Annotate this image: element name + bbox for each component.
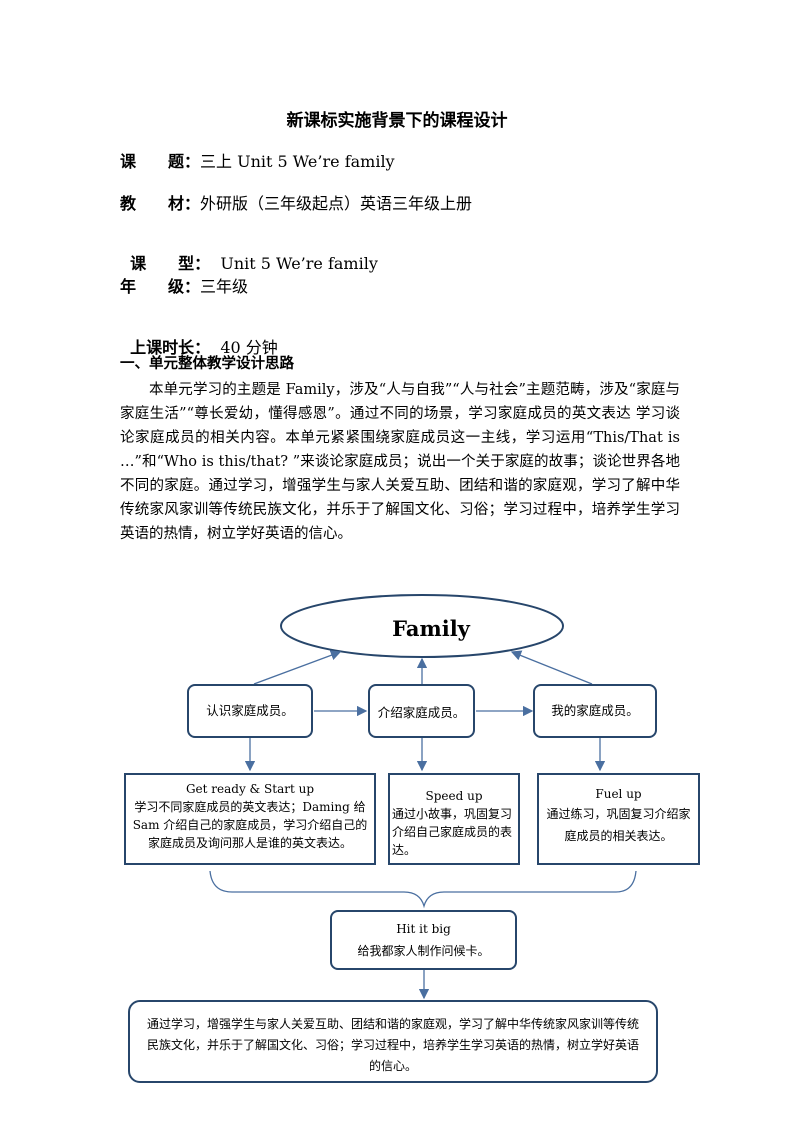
- level1-label: 我的家庭成员。: [551, 703, 639, 718]
- meta-label: 教 材：: [120, 194, 201, 213]
- hit-it-big-box: Hit it big 给我都家人制作问候卡。: [330, 910, 517, 970]
- meta-value: 40 分钟: [210, 338, 278, 357]
- page-title: 新课标实施背景下的课程设计: [286, 111, 508, 131]
- level2-box-fuel-up: Fuel up 通过练习，巩固复习介绍家庭成员的相关表达。: [537, 773, 700, 865]
- level1-box-introduce: 介绍家庭成员。: [368, 684, 475, 738]
- meta-grade: 年 级：三年级: [120, 273, 248, 297]
- meta-label: 课 型：: [130, 254, 211, 273]
- level2-box-get-ready: Get ready & Start up 学习不同家庭成员的英文表达；Damin…: [124, 773, 376, 865]
- family-ellipse: [280, 594, 564, 658]
- meta-textbook: 教 材：外研版（三年级起点）英语三年级上册: [120, 190, 472, 214]
- level2-title: Speed up: [425, 789, 483, 803]
- level1-label: 介绍家庭成员。: [377, 705, 466, 720]
- level2-text: 通过练习，巩固复习介绍家庭成员的相关表达。: [546, 807, 691, 843]
- arrow-right-to-family: [510, 650, 593, 685]
- summary-text: 通过学习，增强学生与家人关爱互助、团结和谐的家庭观，学习了解中华传统家风家训等传…: [146, 1017, 639, 1073]
- meta-value: 三年级: [200, 277, 249, 296]
- level1-label: 认识家庭成员。: [206, 703, 294, 718]
- family-label: Family: [392, 616, 471, 641]
- meta-label: 年 级：: [120, 277, 201, 296]
- meta-value: 三上 Unit 5 We’re family: [200, 152, 395, 171]
- level2-text: 通过小故事，巩固复习介绍自己家庭成员的表达。: [392, 807, 513, 857]
- level1-box-recognize: 认识家庭成员。: [187, 684, 313, 738]
- meta-duration: 上课时长： 40 分钟: [120, 315, 278, 358]
- summary-box: 通过学习，增强学生与家人关爱互助、团结和谐的家庭观，学习了解中华传统家风家训等传…: [128, 1000, 658, 1083]
- hit-title: Hit it big: [396, 922, 451, 936]
- section-paragraph: 本单元学习的主题是 Family，涉及“人与自我”“人与社会”主题范畴，涉及“家…: [120, 382, 680, 542]
- level2-title: Fuel up: [595, 787, 642, 801]
- meta-label: 课 题：: [120, 152, 201, 171]
- arrow-left-to-family: [253, 650, 342, 685]
- level1-box-my-family: 我的家庭成员。: [533, 684, 657, 738]
- meta-label: 上课时长：: [130, 338, 211, 357]
- meta-value: Unit 5 We’re family: [210, 254, 378, 273]
- level2-title: Get ready & Start up: [185, 782, 315, 796]
- section-heading: 一、单元整体教学设计思路: [120, 355, 294, 372]
- meta-lesson-type: 课 型： Unit 5 We’re family: [120, 231, 378, 274]
- hit-text: 给我都家人制作问候卡。: [357, 944, 490, 958]
- meta-value: 外研版（三年级起点）英语三年级上册: [200, 194, 473, 213]
- level2-text: 学习不同家庭成员的英文表达；Daming 给 Sam 介绍自己的家庭成员，学习介…: [132, 800, 368, 850]
- meta-topic: 课 题：三上 Unit 5 We’re family: [120, 148, 395, 172]
- level2-box-speed-up: Speed up 通过小故事，巩固复习介绍自己家庭成员的表达。: [388, 773, 520, 865]
- brace: [209, 870, 637, 909]
